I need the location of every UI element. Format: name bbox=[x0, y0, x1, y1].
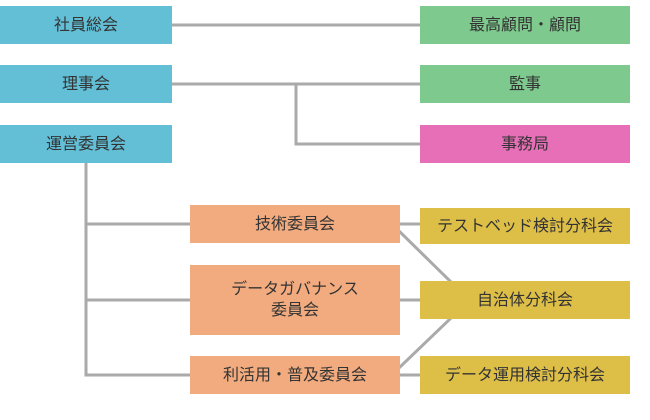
node-label: 最高顧問・顧問 bbox=[468, 14, 581, 34]
node-saiko-komon: 最高顧問・顧問 bbox=[420, 6, 630, 44]
node-data-unyo-bunkakai: データ運用検討分科会 bbox=[420, 356, 630, 394]
node-data-governance-iinkai: データガバナンス 委員会 bbox=[190, 265, 400, 335]
node-unei-iinkai: 運営委員会 bbox=[0, 125, 172, 163]
node-label: 監事 bbox=[508, 73, 541, 93]
node-kanji: 監事 bbox=[420, 65, 630, 103]
node-jichitai-bunkakai: 自治体分科会 bbox=[420, 281, 630, 319]
node-label: テストベッド検討分科会 bbox=[436, 215, 613, 235]
node-label: 技術委員会 bbox=[254, 213, 335, 233]
node-label: 社員総会 bbox=[53, 14, 118, 34]
node-label: 事務局 bbox=[500, 133, 549, 153]
node-gijutsu-iinkai: 技術委員会 bbox=[190, 205, 400, 243]
node-rijikai: 理事会 bbox=[0, 65, 172, 103]
node-testbed-bunkakai: テストベッド検討分科会 bbox=[420, 208, 630, 244]
node-label: データ運用検討分科会 bbox=[444, 364, 605, 384]
node-shain-sokai: 社員総会 bbox=[0, 6, 172, 44]
node-rikatsuyo-fukyu-iinkai: 利活用・普及委員会 bbox=[190, 356, 400, 394]
connector-gijutsu-jichitai bbox=[397, 229, 453, 284]
connector-rikatsuyo-jichitai bbox=[397, 316, 453, 370]
node-jimukyoku: 事務局 bbox=[420, 125, 630, 163]
node-label: 運営委員会 bbox=[45, 133, 126, 153]
node-label: 自治体分科会 bbox=[476, 289, 573, 309]
node-label: 理事会 bbox=[61, 73, 110, 93]
connector-rijikai-jimukyoku bbox=[294, 82, 422, 146]
node-label: データガバナンス 委員会 bbox=[231, 279, 359, 319]
node-label: 利活用・普及委員会 bbox=[222, 364, 367, 384]
